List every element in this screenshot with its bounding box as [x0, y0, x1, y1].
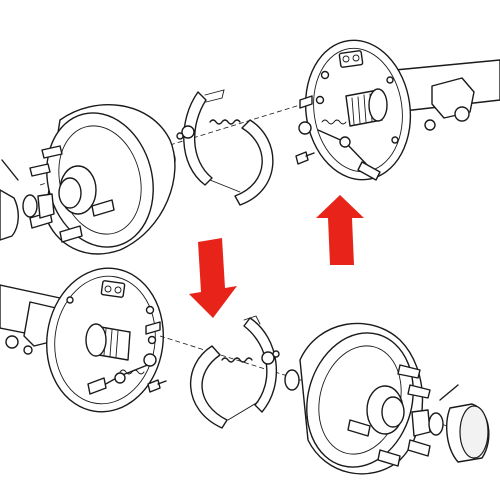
hub-cap-bottom — [411, 384, 490, 463]
retaining-ring-bottom — [284, 369, 300, 391]
spring-bottom — [221, 357, 253, 363]
hub-cap-top — [0, 159, 55, 241]
arrow-up-icon — [316, 195, 364, 265]
brake-shoe-bottom — [190, 315, 280, 429]
backing-plate-bottom — [45, 267, 165, 413]
spring-icon — [209, 119, 241, 125]
backing-plate-top — [298, 39, 412, 181]
brake-drum-icon — [29, 104, 176, 255]
bolt-top — [295, 151, 315, 165]
brake-shoe-icon — [176, 89, 274, 206]
bolt-bottom — [147, 379, 167, 393]
arrow-down-icon — [189, 238, 237, 318]
brake-drum-bottom — [299, 322, 431, 475]
